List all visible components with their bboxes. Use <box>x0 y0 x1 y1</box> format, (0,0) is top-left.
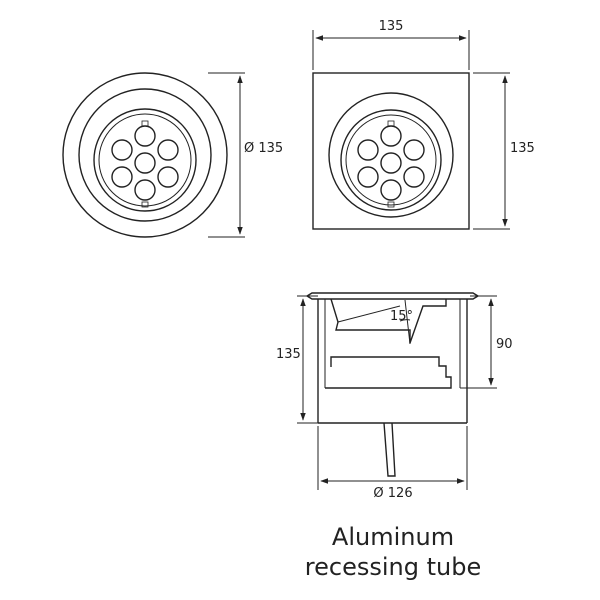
round-diameter-dimension <box>208 72 245 238</box>
tilted-insert-edge <box>337 305 401 323</box>
recess-depth-label: 90 <box>496 337 513 352</box>
led-lens <box>134 179 156 201</box>
square-faceplate <box>312 72 470 230</box>
square-led-cluster <box>357 125 425 201</box>
led-lens <box>380 179 402 201</box>
square-screw-marks <box>387 120 395 208</box>
tube-diameter-label: Ø 126 <box>373 486 412 501</box>
round-screw-marks <box>141 120 149 208</box>
led-lens <box>111 139 133 161</box>
tube-height-dimension <box>297 295 318 424</box>
tilt-angle-label: 15° <box>390 309 413 324</box>
tilt-angle-indicator <box>399 299 411 345</box>
led-lens <box>403 166 425 188</box>
round-inner-ring <box>78 88 212 222</box>
round-fixture-top-view <box>62 72 228 238</box>
round-led-cluster <box>111 125 179 201</box>
square-lens-housing <box>340 109 442 211</box>
led-lens <box>111 166 133 188</box>
tube-height-label: 135 <box>276 347 301 362</box>
led-lens <box>357 166 379 188</box>
tube-diameter-dimension <box>317 426 468 490</box>
led-lens <box>380 152 402 174</box>
recess-depth-dimension <box>460 295 497 389</box>
led-lens <box>380 125 402 147</box>
round-led-plate <box>98 113 192 207</box>
caption-line-1: Aluminum <box>332 523 454 551</box>
led-lens <box>157 139 179 161</box>
square-height-label: 135 <box>510 141 535 156</box>
led-lens <box>157 166 179 188</box>
round-lens-housing <box>93 108 197 212</box>
supply-cable <box>383 422 396 477</box>
tube-top-flange <box>305 292 480 300</box>
square-led-plate <box>345 114 437 206</box>
tilted-insert <box>330 298 447 344</box>
led-lens <box>357 139 379 161</box>
square-inner-ring <box>328 92 454 218</box>
round-outer-ring <box>62 72 228 238</box>
led-lens <box>403 139 425 161</box>
led-lens <box>134 125 156 147</box>
caption-line-2: recessing tube <box>305 553 481 581</box>
square-height-dimension <box>473 72 510 230</box>
internal-stepped-shelf <box>325 356 452 389</box>
square-width-label: 135 <box>379 19 404 34</box>
square-width-dimension <box>312 30 470 70</box>
round-diameter-label: Ø 135 <box>244 141 283 156</box>
square-fixture-top-view <box>312 72 470 230</box>
led-lens <box>134 152 156 174</box>
